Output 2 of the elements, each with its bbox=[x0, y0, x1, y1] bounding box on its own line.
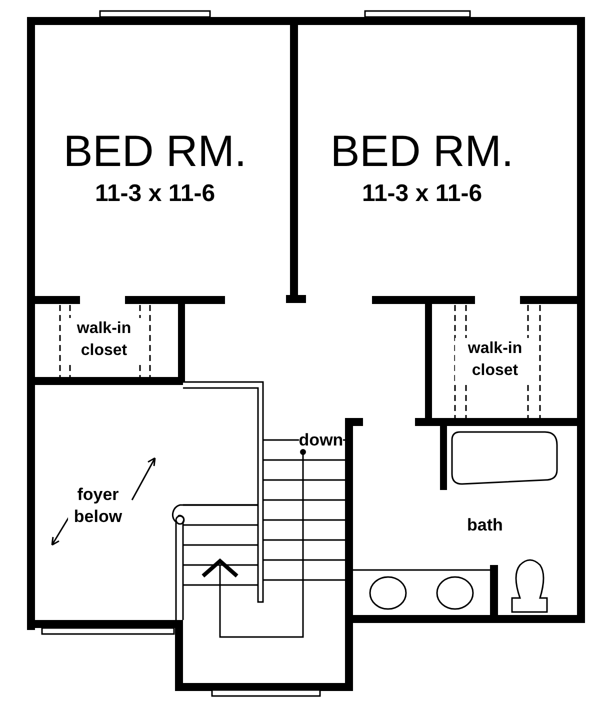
room-label: bath bbox=[467, 516, 503, 534]
stair-label: down bbox=[298, 432, 344, 448]
